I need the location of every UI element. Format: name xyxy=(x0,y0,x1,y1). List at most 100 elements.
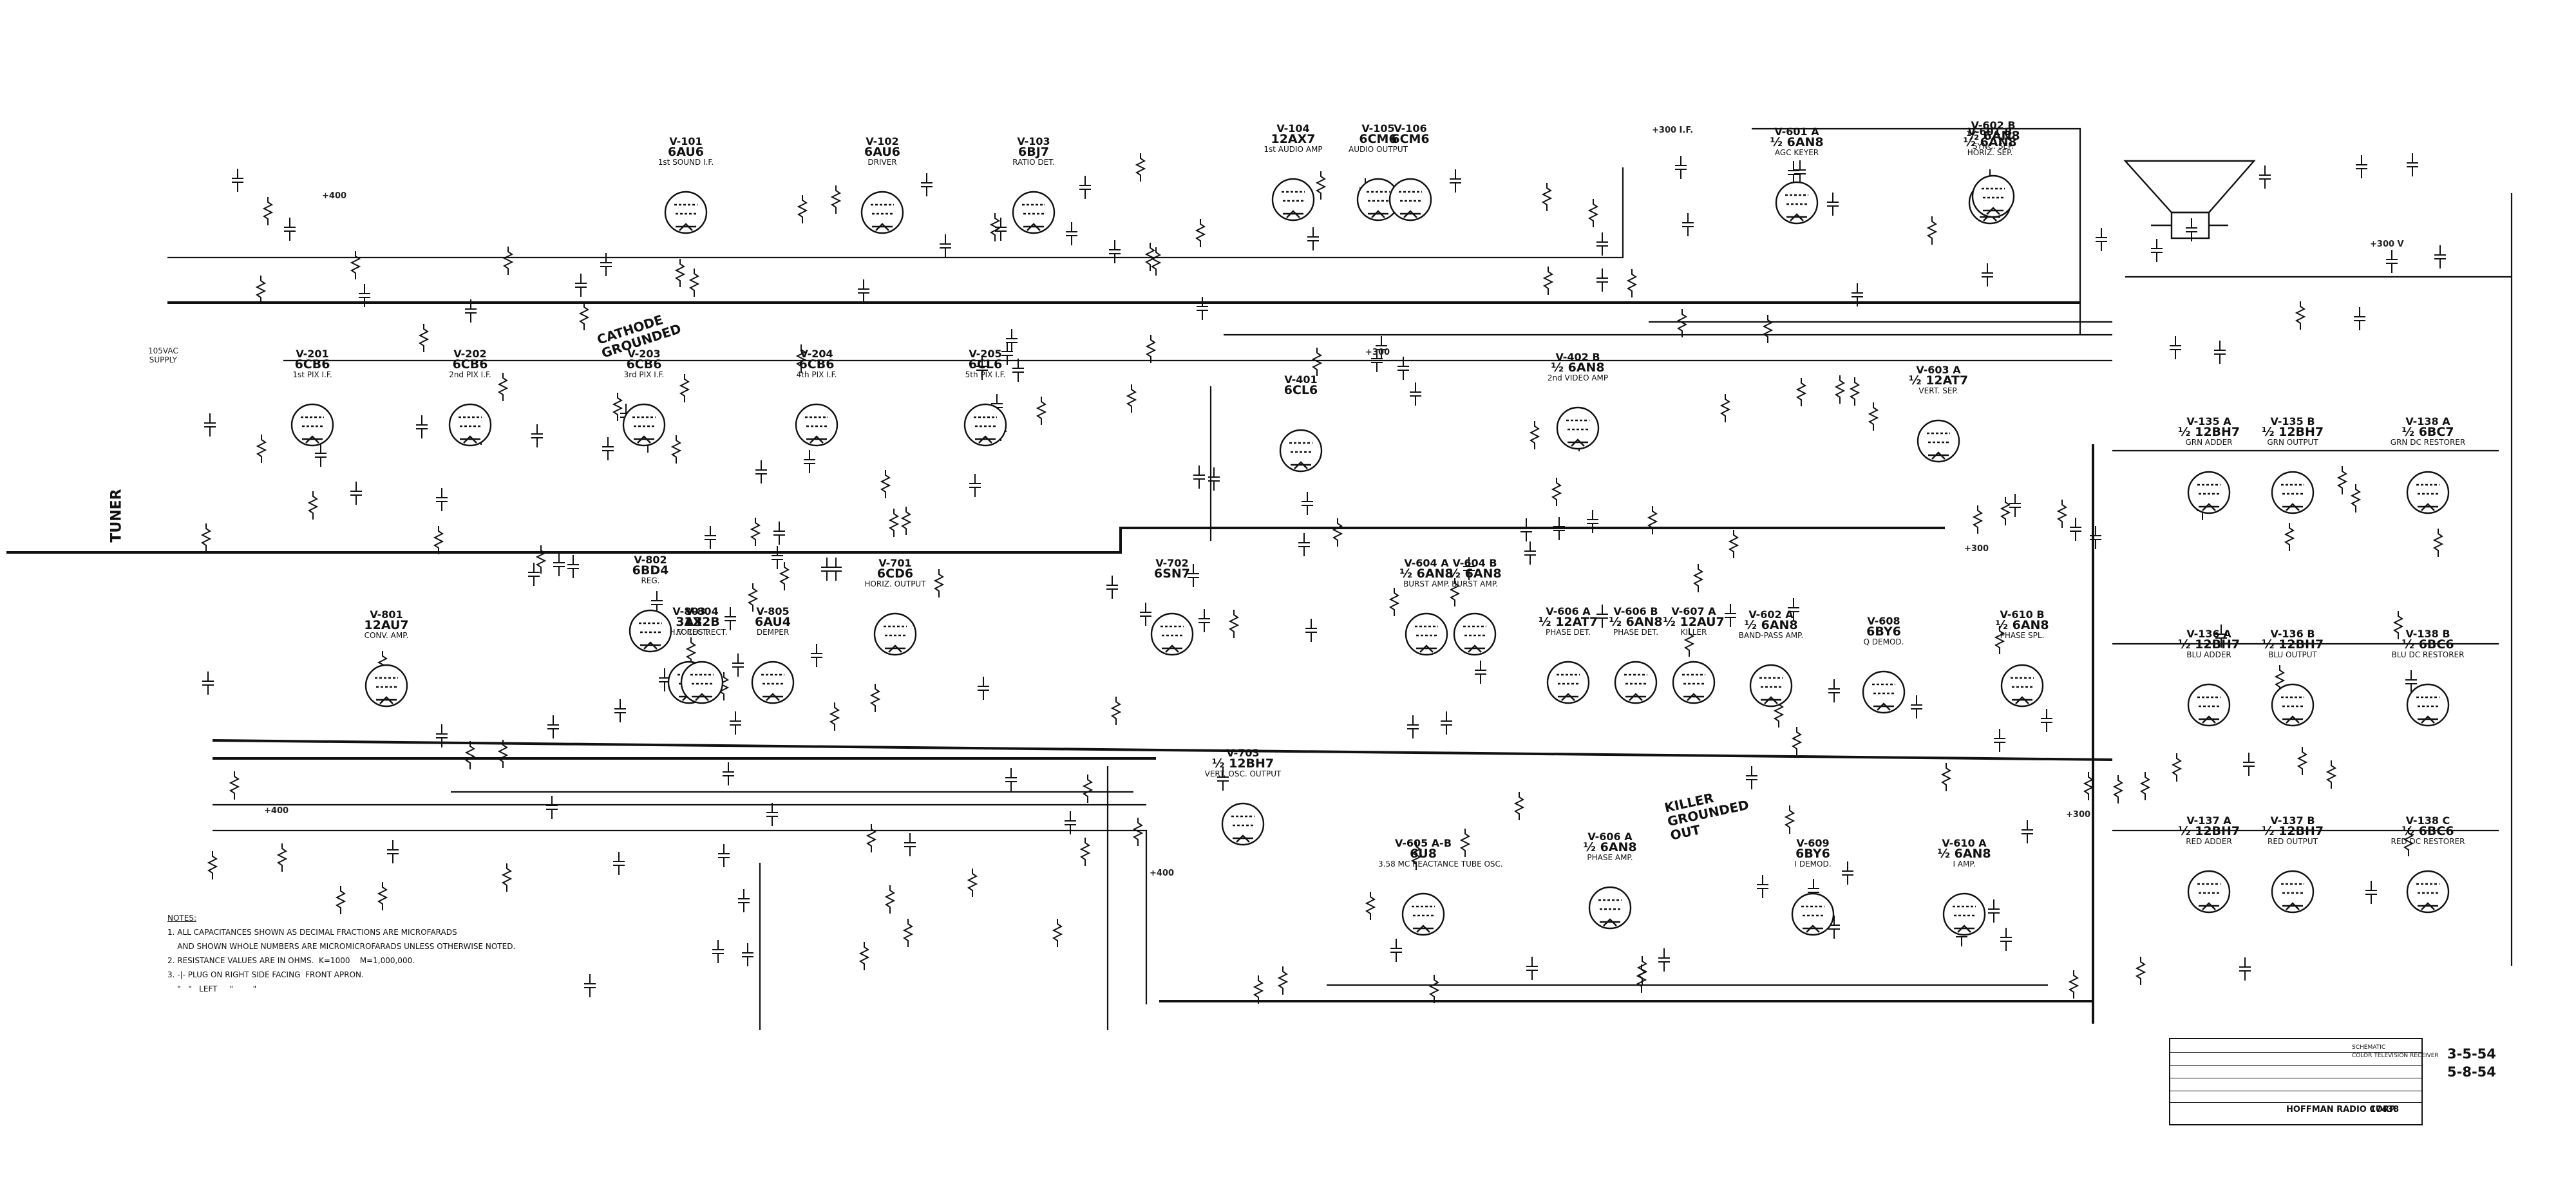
tube-designator: V-604 B xyxy=(1452,557,1497,569)
tube-designator: V-101 xyxy=(669,135,703,147)
tube-function: BAND-PASS AMP. xyxy=(1738,631,1804,640)
vacuum-tube xyxy=(2406,683,2450,727)
tube-type: 6CL6 xyxy=(968,357,1003,371)
tube-function: 1st PIX I.F. xyxy=(292,370,332,379)
vacuum-tube xyxy=(1942,892,1986,936)
tube-designator: V-604 A xyxy=(1404,557,1449,569)
tube-type: 6AU4 xyxy=(755,615,791,629)
tube-type: ½ 12AT7 xyxy=(1538,615,1598,629)
b-plus-label: +300 V xyxy=(2370,240,2404,249)
vacuum-tube xyxy=(2000,664,2044,708)
tube-function: REG. xyxy=(641,576,660,585)
tube-type: 6U8 xyxy=(1410,847,1437,861)
b-plus-label: +300 xyxy=(1365,348,1390,357)
tube-type: ½ 12AT7 xyxy=(1908,373,1969,388)
tube-designator: V-136 B xyxy=(2270,628,2315,640)
tube-function: BLU OUTPUT xyxy=(2268,650,2317,659)
tube-designator: V-804 xyxy=(685,605,719,617)
vacuum-tube xyxy=(1271,178,1315,221)
tube-type: 12AX7 xyxy=(1271,132,1316,146)
tube-type: 6CM6 xyxy=(1359,132,1397,146)
tube-function: 2nd PIX I.F. xyxy=(449,370,491,379)
vacuum-tube xyxy=(1221,802,1265,846)
tube-designator: V-205 xyxy=(969,348,1002,360)
tube-function: VERT. SEP. xyxy=(1918,386,1958,395)
tube-type: 6AU6 xyxy=(864,145,900,159)
title-block-company: HOFFMAN RADIO CORP. xyxy=(2286,1105,2398,1114)
vacuum-tube xyxy=(1150,612,1194,656)
tube-function: KILLER xyxy=(1680,628,1707,637)
tube-function: VERT. OSC. OUTPUT xyxy=(1204,769,1282,778)
tube-function: PHASE DET. xyxy=(1613,628,1659,637)
tube-designator: V-608 xyxy=(1867,615,1900,627)
tube-function: 1st SOUND I.F. xyxy=(658,158,714,167)
tube-designator: V-201 xyxy=(296,348,329,360)
vacuum-tube xyxy=(290,403,334,447)
tube-function: HORIZ. SEP. xyxy=(1967,148,2013,157)
tube-designator: V-603 A xyxy=(1916,364,1961,376)
tube-designator: V-138 C xyxy=(2405,814,2450,827)
tube-type: ½ 6AN8 xyxy=(1448,567,1502,581)
note-line: AND SHOWN WHOLE NUMBERS ARE MICROMICROFA… xyxy=(167,942,516,951)
tube-designator: V-104 xyxy=(1276,122,1310,135)
tube-designator: V-602 B xyxy=(1971,119,2016,131)
tube-designator: V-802 xyxy=(634,554,667,566)
vacuum-tube xyxy=(1453,612,1497,656)
vacuum-tube xyxy=(664,191,708,234)
tube-type: 6CB6 xyxy=(294,357,330,371)
tube-type: 3A3 xyxy=(676,615,703,629)
tube-designator: V-401 xyxy=(1284,373,1318,386)
tube-function: RED ADDER xyxy=(2186,837,2232,846)
vacuum-tube xyxy=(2406,471,2450,514)
tube-designator: V-803 xyxy=(672,605,706,617)
vacuum-tube xyxy=(2187,870,2231,914)
vacuum-tube xyxy=(963,403,1007,447)
tube-type: ½ 6BC6 xyxy=(2401,824,2454,838)
tube-designator: V-102 xyxy=(866,135,899,147)
tube-designator: V-701 xyxy=(878,557,912,569)
tube-designator: V-601 A xyxy=(1774,126,1819,138)
tube-type: 6CD6 xyxy=(876,567,914,581)
tube-type: ½ 12AU7 xyxy=(1663,615,1725,629)
ac-supply-label: 105VAC SUPPLY xyxy=(148,346,178,364)
vacuum-tube xyxy=(1279,429,1323,473)
b-plus-label: +300 xyxy=(1964,544,1989,554)
vacuum-tube xyxy=(795,403,838,447)
vacuum-tube xyxy=(680,661,724,704)
b-plus-label: +300 xyxy=(2066,810,2091,820)
tube-designator: V-607 A xyxy=(1671,605,1716,617)
vacuum-tube xyxy=(1791,892,1835,936)
tube-designator: V-135 A xyxy=(2186,415,2231,428)
tube-designator: V-203 xyxy=(627,348,661,360)
vacuum-tube xyxy=(2406,870,2450,914)
b-plus-label: +400 xyxy=(264,806,289,816)
tube-designator: V-703 xyxy=(1226,747,1260,759)
tube-type: ½ 12BH7 xyxy=(2261,824,2324,838)
note-line: 2. RESISTANCE VALUES ARE IN OHMS. K=1000… xyxy=(167,956,415,965)
note-line: " " LEFT " " xyxy=(167,984,257,993)
note-line: 1. ALL CAPACITANCES SHOWN AS DECIMAL FRA… xyxy=(167,928,457,937)
tube-type: 6BY6 xyxy=(1866,625,1901,639)
vacuum-tube xyxy=(1546,661,1590,704)
vacuum-tube xyxy=(2271,471,2315,514)
tube-designator: V-606 A xyxy=(1546,605,1591,617)
